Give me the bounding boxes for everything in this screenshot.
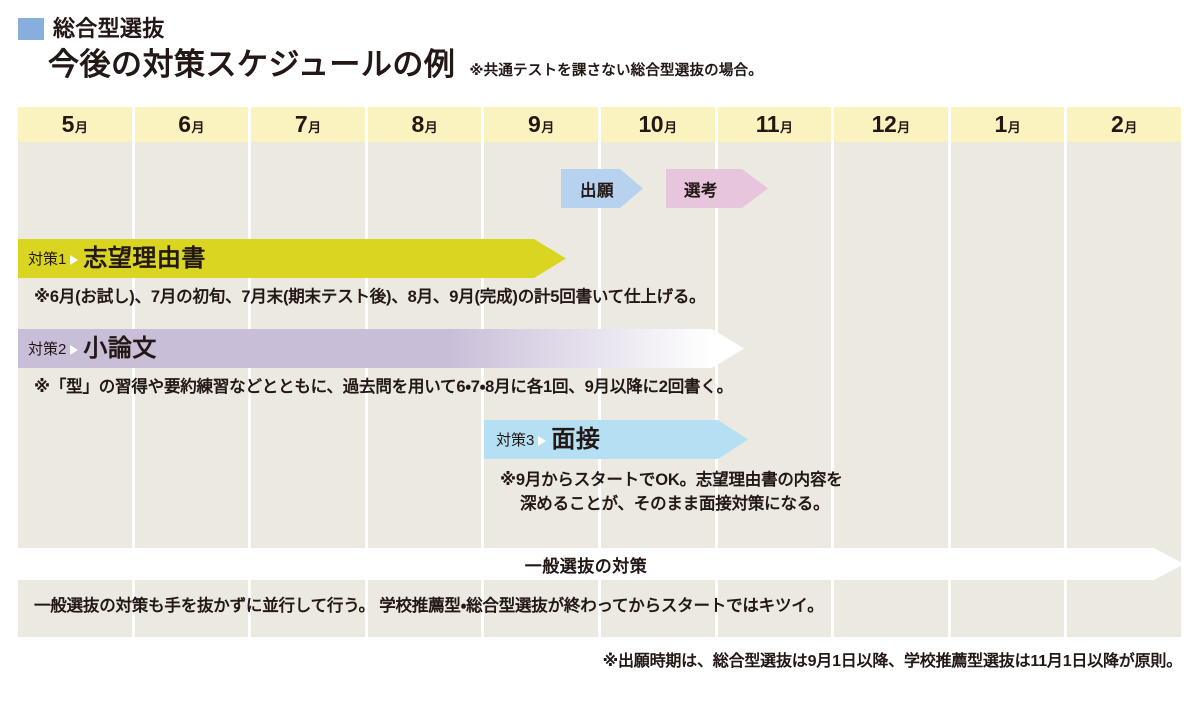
month-unit: 月 [191, 120, 205, 135]
kicker-label: 総合型選抜 [53, 16, 165, 41]
month-unit: 月 [1007, 120, 1021, 135]
triangle-right-icon [70, 344, 79, 355]
bar-taisaku3-title: 面接 [551, 425, 601, 453]
month-number: 8 [411, 111, 424, 137]
note-taisaku1: ※6月(お試し)、7月の初旬、7月末(期末テスト後)、8月、9月(完成)の計5回… [34, 288, 706, 306]
month-number: 9 [528, 111, 541, 137]
month-number: 7 [294, 111, 308, 137]
kicker: 総合型選抜 [18, 18, 165, 40]
month-unit: 月 [541, 120, 555, 135]
month-number: 6 [178, 111, 191, 137]
bar-shutsugan: 出願 [561, 169, 643, 208]
month-number: 2 [1111, 111, 1124, 137]
bar-shutsugan-label: 出願 [580, 181, 614, 200]
month-unit: 月 [897, 120, 911, 135]
triangle-right-icon [70, 254, 79, 265]
footer-note: ※出願時期は、総合型選抜は9月1日以降、学校推薦型選抜は11月1日以降が原則。 [602, 653, 1183, 670]
bar-taisaku1-body: 対策1 志望理由書 [18, 239, 534, 278]
month-unit: 月 [308, 120, 322, 135]
month-number: 5 [61, 111, 75, 137]
bar-taisaku1-tag: 対策1 [28, 251, 67, 268]
triangle-right-icon [538, 435, 547, 446]
bar-taisaku3-tag: 対策3 [496, 432, 535, 449]
bar-taisaku2-tag: 対策2 [28, 341, 67, 358]
arrow-tip-icon [718, 420, 748, 459]
bar-taisaku3-body: 対策3 面接 [484, 420, 718, 459]
arrow-tip-icon [620, 169, 643, 208]
bar-taisaku1: 対策1 志望理由書 [18, 239, 566, 278]
month-unit: 月 [74, 120, 88, 135]
bar-senko-body: 選考 [666, 169, 742, 208]
bar-taisaku2-body: 対策2 小論文 [18, 329, 712, 368]
note-taisaku3: ※9月からスタートでOK。志望理由書の内容を 深めることが、そのまま面接対策にな… [500, 469, 843, 517]
bar-ippan: 一般選抜の対策 [18, 548, 1184, 580]
month-number: 12 [871, 111, 897, 137]
month-unit: 月 [424, 120, 438, 135]
month-number: 10 [638, 111, 664, 137]
bar-senko-label: 選考 [684, 181, 718, 200]
page-title: 今後の対策スケジュールの例 [48, 47, 456, 82]
bar-taisaku2: 対策2 小論文 [18, 329, 744, 368]
note-taisaku3-line2: 深めることが、そのまま面接対策になる。 [520, 494, 830, 513]
arrow-tip-icon [742, 169, 768, 208]
month-unit: 月 [1124, 120, 1138, 135]
bar-taisaku1-title: 志望理由書 [83, 244, 206, 272]
note-ippan: 一般選抜の対策も手を抜かずに並行して行う。 学校推薦型・総合型選抜が終わってから… [34, 597, 824, 615]
bar-ippan-title: 一般選抜の対策 [524, 556, 648, 576]
note-taisaku3-line1: ※9月からスタートでOK。志望理由書の内容を [500, 471, 843, 489]
bar-shutsugan-body: 出願 [561, 169, 620, 208]
month-number: 1 [994, 111, 1007, 137]
bar-taisaku2-title: 小論文 [83, 334, 157, 362]
bar-ippan-body: 一般選抜の対策 [18, 548, 1154, 580]
month-unit: 月 [664, 120, 678, 135]
bar-senko: 選考 [666, 169, 768, 208]
kicker-swatch-icon [18, 18, 44, 40]
month-unit: 月 [780, 120, 794, 135]
title-note: ※共通テストを課さない総合型選抜の場合。 [469, 63, 763, 79]
note-taisaku2: ※「型」の習得や要約練習などとともに、過去問を用いて6・7・8月に各1回、9月以… [34, 378, 733, 396]
month-number: 11 [755, 111, 780, 137]
arrow-tip-icon [534, 239, 566, 278]
bar-taisaku3: 対策3 面接 [484, 420, 748, 459]
bars-layer: 出願 選考 対策1 志望理由書 対策2 小論文 [18, 107, 1184, 637]
page-header: 総合型選抜 今後の対策スケジュールの例 ※共通テストを課さない総合型選抜の場合。 [0, 0, 1200, 104]
arrow-tip-icon [712, 329, 744, 368]
arrow-tip-icon [1154, 548, 1184, 580]
title-row: 今後の対策スケジュールの例 ※共通テストを課さない総合型選抜の場合。 [48, 47, 763, 82]
